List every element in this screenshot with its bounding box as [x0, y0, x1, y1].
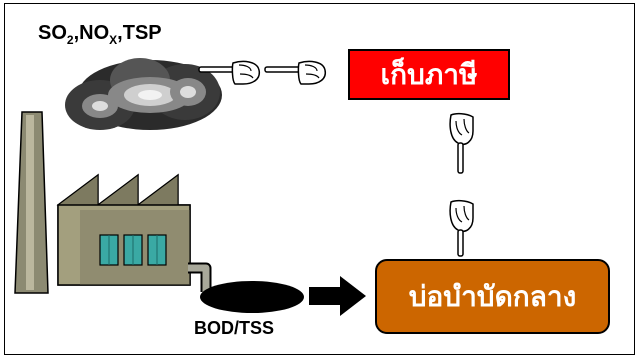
emissions-so: SO: [38, 22, 67, 44]
emissions-tsp: ,TSP: [117, 22, 162, 44]
pointing-hand-down-icon: [449, 112, 474, 174]
tax-box: เก็บภาษี: [348, 49, 510, 100]
factory-icon: [56, 173, 191, 286]
wastewater-label: BOD/TSS: [194, 318, 275, 338]
pointing-hand-left-icon: [264, 60, 327, 85]
chimney: [14, 111, 49, 294]
discharge-pipe: [188, 262, 212, 292]
pointing-hand-left-icon: [198, 60, 261, 85]
emissions-no: ,NO: [73, 22, 110, 44]
smoke-cloud-icon: [65, 58, 222, 130]
treatment-pond-label: บ่อบำบัดกลาง: [408, 280, 577, 312]
emissions-so-sub: 2: [66, 33, 74, 47]
flow-arrow-icon: [309, 276, 366, 316]
wastewater-pool: [200, 281, 304, 313]
emissions-label: SO2,NOX,TSP: [38, 22, 162, 47]
diagram-frame: [4, 3, 635, 355]
treatment-pond-box: บ่อบำบัดกลาง: [375, 259, 610, 334]
tax-box-label: เก็บภาษี: [380, 58, 478, 90]
pointing-hand-down-icon: [449, 199, 474, 257]
emissions-no-sub: X: [109, 33, 118, 47]
